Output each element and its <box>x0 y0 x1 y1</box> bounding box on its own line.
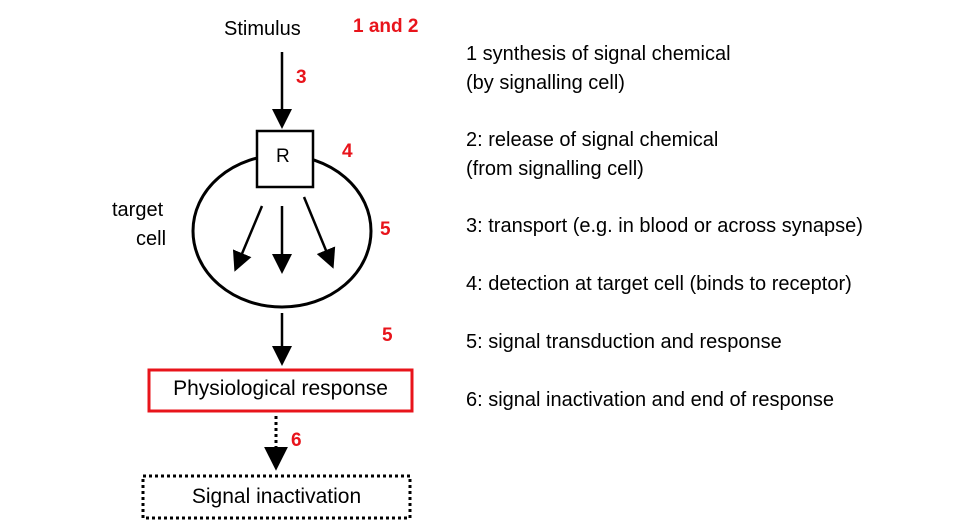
transduction-arrow-left <box>232 205 264 272</box>
step-marker-5-cell: 5 <box>380 219 391 240</box>
legend-item-3: 3: transport (e.g. in blood or across sy… <box>466 212 863 241</box>
stimulus-label: Stimulus <box>224 18 301 40</box>
legend-item-6: 6: signal inactivation and end of respon… <box>466 386 834 415</box>
step-marker-5-response: 5 <box>382 325 393 346</box>
legend-item-5-line-1: 5: signal transduction and response <box>466 331 782 353</box>
legend-item-1-line-1: 1 synthesis of signal chemical <box>466 43 731 65</box>
receptor-label: R <box>276 146 290 167</box>
legend-item-2-line-2: (from signalling cell) <box>466 158 644 180</box>
step-marker-1-and-2: 1 and 2 <box>353 16 419 37</box>
target-cell-label-line1: target <box>112 199 164 221</box>
transduction-arrow-right <box>302 196 336 269</box>
signal-inactivation-box <box>141 474 412 520</box>
legend-item-1-line-2: (by signalling cell) <box>466 72 625 94</box>
legend-item-4: 4: detection at target cell (binds to re… <box>466 270 852 299</box>
step-marker-6: 6 <box>291 430 302 451</box>
legend-item-3-line-1: 3: transport (e.g. in blood or across sy… <box>466 215 863 237</box>
legend-item-6-line-1: 6: signal inactivation and end of respon… <box>466 389 835 411</box>
step-marker-3: 3 <box>296 67 307 88</box>
physiological-response-label: Physiological response <box>173 377 388 400</box>
target-cell-label-line2: cell <box>136 228 167 250</box>
physiological-response-box <box>147 368 414 413</box>
signal-inactivation-label: Signal inactivation <box>191 485 362 508</box>
step-marker-4: 4 <box>342 141 353 162</box>
legend-item-2: 2: release of signal chemical (from sign… <box>466 126 718 184</box>
receptor-box <box>255 129 315 189</box>
legend-item-4-line-1: 4: detection at target cell (binds to re… <box>466 273 852 295</box>
legend-item-2-line-1: 2: release of signal chemical <box>466 129 719 151</box>
legend-item-5: 5: signal transduction and response <box>466 328 782 357</box>
legend-item-1: 1 synthesis of signal chemical (by signa… <box>466 40 731 98</box>
